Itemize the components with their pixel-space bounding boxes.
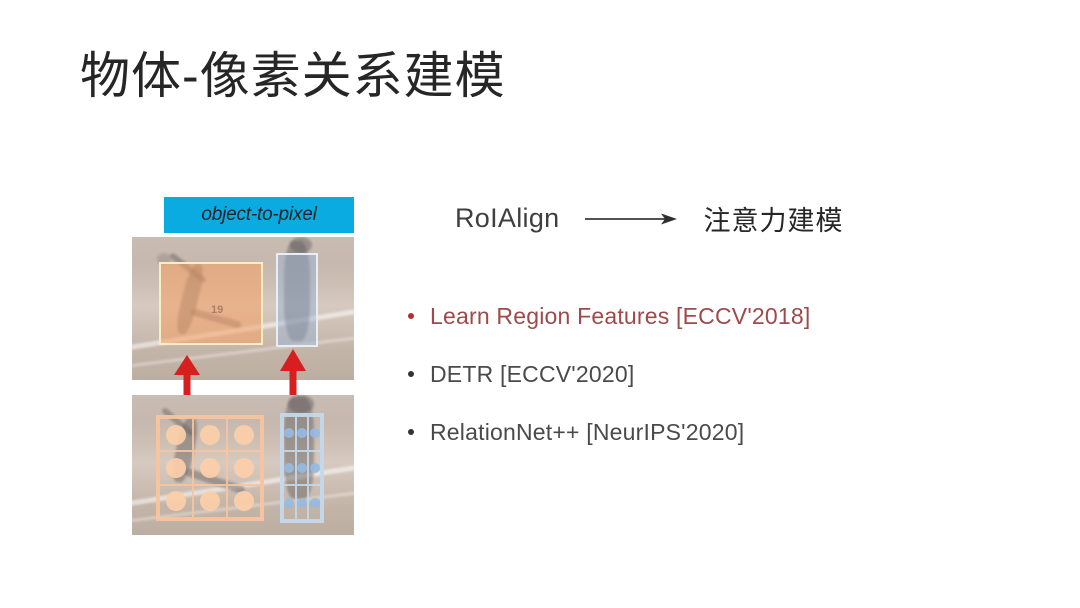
sampling-point-dot [166,491,186,512]
sampling-point-dot [234,491,254,512]
sampling-point-dot [166,424,186,445]
grid-cell [227,451,261,485]
sampling-point-dot [166,457,186,478]
bullet-dot-icon [408,313,414,319]
figure-caption-label: object-to-pixel [201,204,317,225]
sampling-point-dot [200,424,220,445]
arrow-right-icon [585,212,678,226]
player-silhouette-helmet [288,395,314,413]
grid-cell [227,484,261,518]
grid-cell [283,485,296,520]
roialign-grid-batter [156,415,264,521]
grid-cell [295,485,309,520]
grid-cell [283,416,296,451]
sampling-point-dot [200,491,220,512]
sampling-point-dot [296,428,307,439]
sampling-point-dot [284,497,295,508]
sampling-point-dot [200,457,220,478]
list-item[interactable]: RelationNet++ [NeurIPS'2020] [408,419,968,446]
list-item-label: DETR [ECCV'2020] [430,361,635,387]
bullet-dot-icon [408,429,414,435]
sampling-point-dot [284,428,295,439]
top-photo-object-boxes: 19 [132,237,354,380]
bullet-dot-icon [408,371,414,377]
grid-cell [295,416,309,451]
list-item[interactable]: Learn Region Features [ECCV'2018] [408,303,968,330]
grid-cell [295,450,309,486]
grid-cell [159,418,193,452]
player-silhouette-catcher [284,241,310,341]
list-item[interactable]: DETR [ECCV'2020] [408,361,968,388]
sampling-point-dot [284,462,295,473]
reference-bullet-list: Learn Region Features [ECCV'2018] DETR [… [408,303,968,477]
sampling-point-dot [296,497,307,508]
grid-cell [193,418,227,452]
bottom-photo-roialign-grids [132,395,354,535]
sampling-point-dot [309,497,320,508]
grid-cell [308,485,321,520]
sampling-point-dot [234,424,254,445]
grid-cell [193,484,227,518]
grid-cell [159,484,193,518]
grid-cell [227,418,261,452]
sampling-point-dot [234,457,254,478]
roialign-flow-row: RoIAlign 注意力建模 [455,199,843,238]
object-box-batter: 19 [159,262,263,345]
sampling-point-dot [296,462,307,473]
attention-modeling-label: 注意力建模 [703,206,844,236]
sampling-point-dot [309,428,320,439]
object-box-catcher [276,253,318,347]
roialign-grid-catcher [280,413,324,523]
grid-cell [159,451,193,485]
sampling-point-dot [309,462,320,473]
grid-cell [308,450,321,486]
jersey-number: 19 [211,304,224,316]
list-item-label: RelationNet++ [NeurIPS'2020] [430,419,745,445]
grid-cell [308,416,321,451]
grid-cell [283,450,296,486]
page-title: 物体-像素关系建模 [80,48,506,104]
figure-caption-chip: object-to-pixel [164,197,354,233]
list-item-label: Learn Region Features [ECCV'2018] [430,303,811,329]
roialign-label: RoIAlign [455,203,560,233]
player-silhouette-helmet [290,237,312,253]
grid-cell [193,451,227,485]
